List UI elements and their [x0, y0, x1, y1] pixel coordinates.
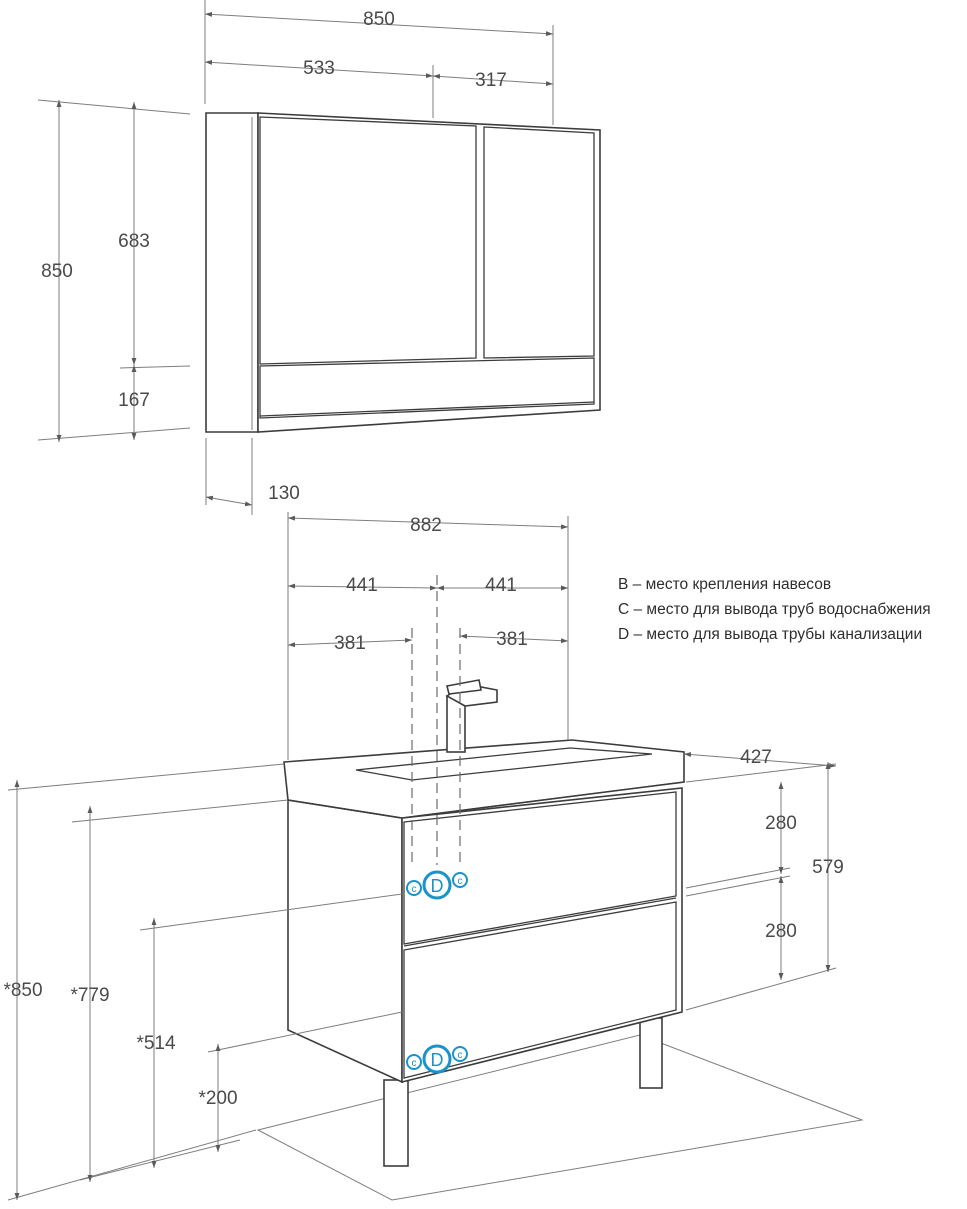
- vanity-side-panel: [287, 799, 403, 1084]
- svg-text:D: D: [431, 1050, 444, 1070]
- water-inlet-lower-right-icon: [452, 1046, 468, 1062]
- upper-drawer-height-label: 280: [765, 813, 797, 834]
- upper-drawer: [403, 791, 677, 945]
- drawers-total-height-label: 579: [812, 857, 844, 878]
- cabinet-dimensions: 850 533 317 850 683 167 130: [37, 0, 554, 515]
- vanity-width-label: 882: [410, 515, 442, 536]
- cabinet-left-width-label: 533: [303, 58, 335, 79]
- svg-text:c: c: [458, 1050, 463, 1061]
- drain-outlet-upper-icon: [422, 870, 452, 900]
- water-inlet-lower-left-icon: [406, 1054, 422, 1070]
- cabinet-height-label: 850: [41, 261, 73, 282]
- water-inlet-left-icon: [406, 880, 422, 896]
- cabinet-shelf-height-label: 167: [118, 390, 150, 411]
- upper-connectors: c D c: [406, 870, 468, 900]
- legend-item-d: D – место для вывода трубы канализации: [618, 626, 922, 643]
- vanity-height-779-label: *779: [70, 985, 109, 1006]
- vanity-depth-label: 427: [740, 747, 772, 768]
- cabinet-right-door: [483, 126, 595, 359]
- vanity-half-right-label: 441: [485, 575, 517, 596]
- vanity-offset-left-label: 381: [334, 633, 366, 654]
- floor-plane: [256, 1034, 864, 1201]
- vanity-height-200-label: *200: [198, 1088, 237, 1109]
- faucet: [445, 679, 498, 753]
- water-inlet-right-icon: [452, 872, 468, 888]
- vanity-dimensions: 882 441 441 381 381 427 280 280 579 *850…: [3, 512, 844, 1201]
- front-right-leg: [639, 1017, 663, 1089]
- lower-drawer-height-label: 280: [765, 921, 797, 942]
- vanity-height-514-label: *514: [136, 1033, 176, 1054]
- cabinet-open-shelf: [259, 357, 595, 419]
- front-left-leg: [383, 1079, 409, 1167]
- svg-text:c: c: [412, 1058, 417, 1069]
- legend: B – место крепления навесов C – место дл…: [618, 576, 931, 643]
- cabinet-side-panel: [205, 112, 259, 433]
- lower-drawer: [403, 901, 677, 1079]
- drain-outlet-lower-icon: [422, 1044, 452, 1074]
- svg-text:D: D: [431, 876, 444, 896]
- vanity-total-height-label: *850: [3, 980, 42, 1001]
- vanity-offset-right-label: 381: [496, 629, 528, 650]
- vanity-unit: [256, 679, 864, 1201]
- cabinet-depth-label: 130: [268, 483, 300, 504]
- connection-points: c D c c D c: [406, 870, 468, 1074]
- lower-connectors: c D c: [406, 1044, 468, 1074]
- cabinet-left-door: [259, 116, 477, 365]
- mirror-cabinet: [205, 112, 601, 433]
- vanity-half-left-label: 441: [346, 575, 378, 596]
- cabinet-doors-height-label: 683: [118, 231, 150, 252]
- legend-item-b: B – место крепления навесов: [618, 576, 831, 593]
- cabinet-right-width-label: 317: [475, 70, 507, 91]
- cabinet-width-label: 850: [363, 9, 395, 30]
- svg-text:c: c: [458, 876, 463, 887]
- legend-item-c: C – место для вывода труб водоснабжения: [618, 601, 931, 618]
- svg-text:c: c: [412, 884, 417, 895]
- basin-bowl: [355, 747, 653, 781]
